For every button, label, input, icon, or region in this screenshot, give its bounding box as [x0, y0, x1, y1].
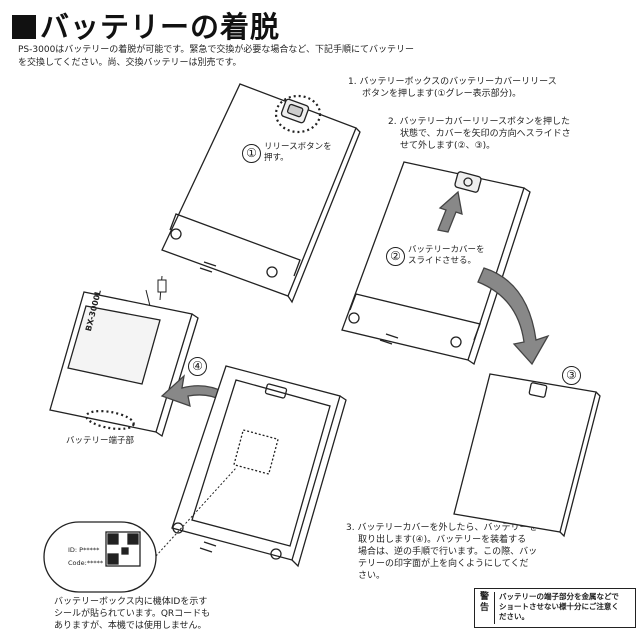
intro-line-1: PS-3000はバッテリーの着脱が可能です。緊急で交換が必要な場合など、下記手順…: [18, 45, 414, 55]
page-title: バッテリーの着脱: [12, 4, 280, 46]
battery-cover-label-2: スライドさせる。: [408, 256, 477, 266]
qr-note-line-1: バッテリーボックス内に機体IDを示す: [54, 597, 208, 607]
marker-2-symbol: ②: [386, 247, 405, 266]
qr-code-line: Code:*****: [68, 559, 104, 567]
step-2-line-2: 状態で、カバーを矢印の方向へスライドさ: [400, 129, 571, 139]
title-square-icon: [12, 15, 36, 39]
qr-id-line: ID: P*****: [68, 546, 100, 554]
marker-1-symbol: ①: [242, 144, 261, 163]
warning-line-2: ショートさせない様十分にご注意く: [499, 602, 619, 611]
battery-cover: [453, 373, 601, 538]
step-1-line-2: ボタンを押します(①グレー表示部分)。: [362, 89, 522, 99]
page-title-text: バッテリーの着脱: [40, 10, 281, 44]
marker-1: ①: [242, 143, 265, 163]
step-1-line-1: 1. バッテリーボックスのバッテリーカバーリリース: [348, 77, 557, 87]
step-2-line-1: 2. バッテリーカバーリリースボタンを押した: [388, 117, 570, 127]
intro-line-2: を交換してください。尚、交換バッテリーは別売です。: [18, 58, 242, 68]
release-button-label-2: 押す。: [264, 153, 289, 163]
qr-note-line-3: ありますが、本機では使用しません。: [54, 621, 207, 631]
device-step-2: [341, 161, 531, 366]
step-3-line-1: 3. バッテリーカバーを外したら、バッテリーを: [346, 523, 538, 533]
step-2-line-3: せて外します(②、③)。: [400, 141, 496, 151]
battery-cover-label-1: バッテリーカバーを: [408, 245, 485, 255]
qr-callout: [43, 467, 237, 593]
warning-body: バッテリーの端子部分を金属などで ショートさせない様十分にご注意く ださい。: [499, 592, 619, 622]
battery-pack: [49, 275, 199, 438]
marker-2: ②: [386, 246, 409, 266]
warning-line-1: バッテリーの端子部分を金属などで: [499, 592, 619, 601]
step-3-line-2: 取り出します(④)。バッテリーを装着する: [358, 535, 527, 545]
device-step-1: [161, 83, 361, 304]
device-open: [171, 365, 347, 568]
step-3-line-4: テリーの印字面が上を向くようにしてくだ: [358, 559, 529, 569]
qr-note-line-2: シールが貼られています。QRコードも: [54, 609, 211, 619]
warning-box: 警告 バッテリーの端子部分を金属などで ショートさせない様十分にご注意く ださい…: [474, 588, 636, 628]
warning-line-3: ださい。: [499, 612, 529, 621]
marker-4: ④: [188, 356, 211, 376]
release-button-label-1: リリースボタンを: [264, 142, 332, 152]
marker-4-symbol: ④: [188, 357, 207, 376]
slide-arrow-icon: [477, 267, 550, 366]
battery-terminal-label: バッテリー端子部: [66, 436, 135, 446]
step-3-line-5: さい。: [358, 571, 386, 581]
step-3-line-3: 場合は、逆の手順で行います。この際、バッ: [358, 547, 538, 557]
marker-3: ③: [562, 365, 585, 385]
warning-heading: 警告: [478, 592, 495, 624]
marker-3-symbol: ③: [562, 366, 581, 385]
